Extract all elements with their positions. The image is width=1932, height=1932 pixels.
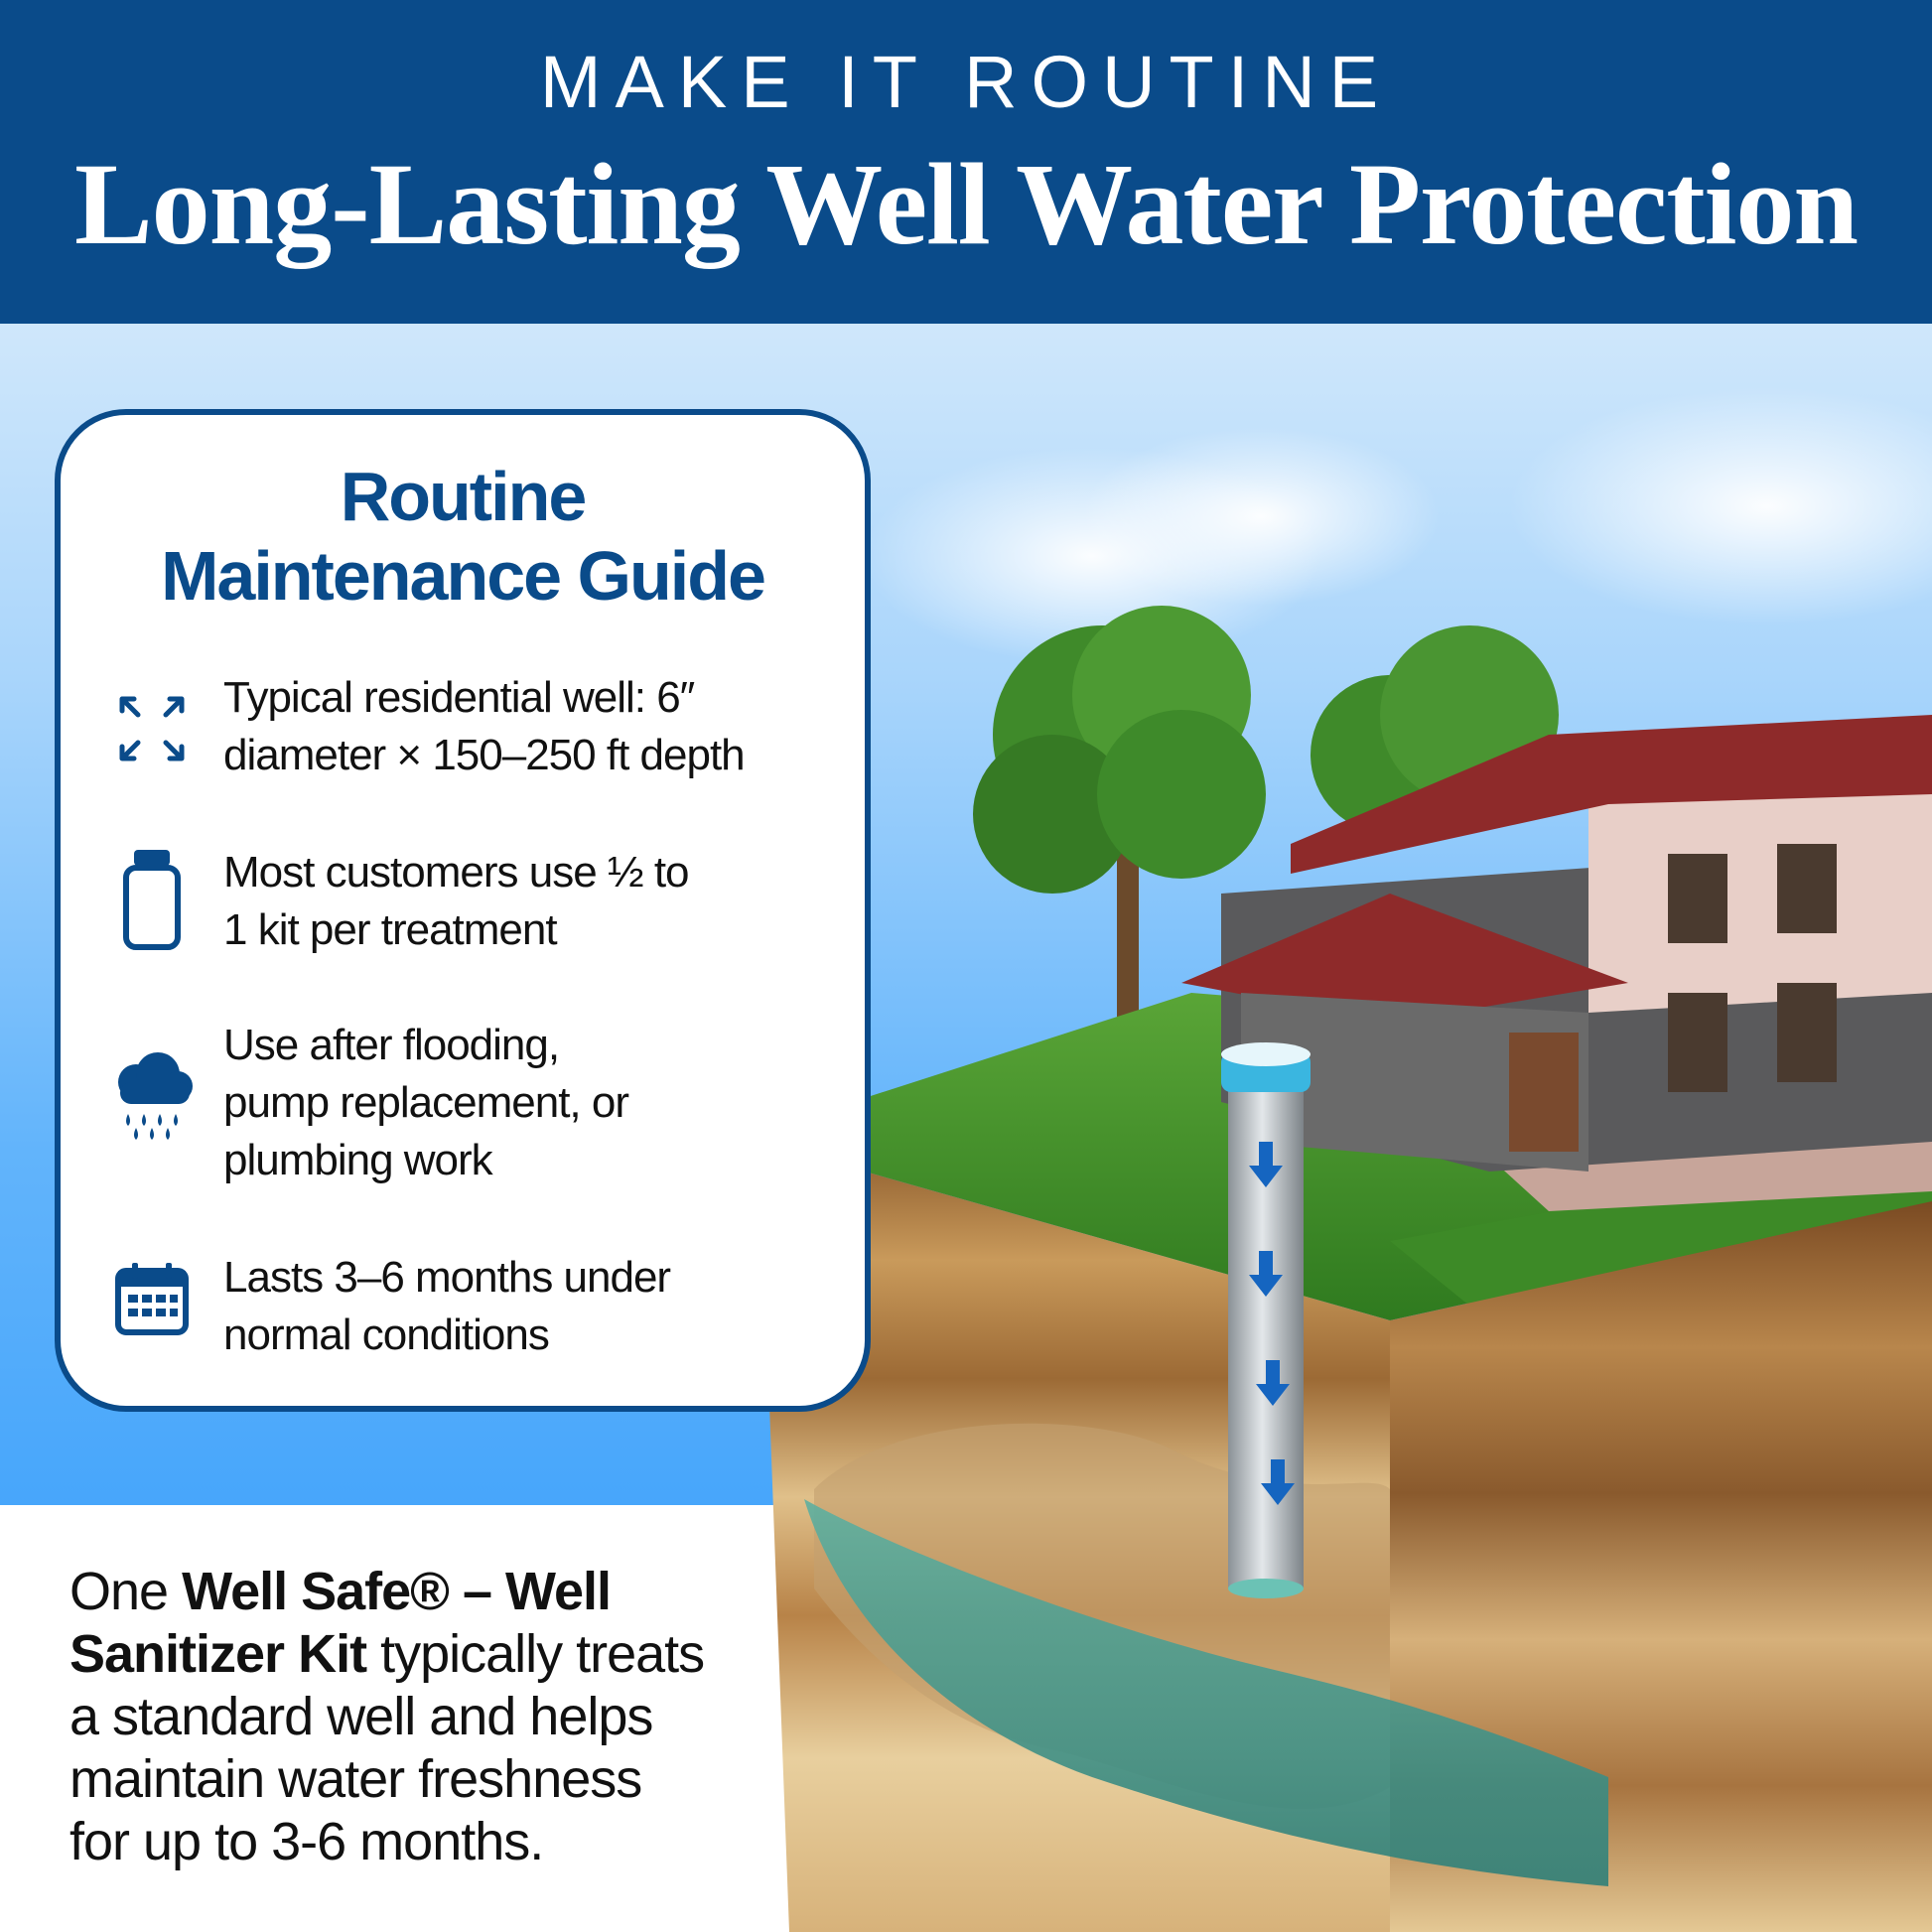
rain-cloud-icon xyxy=(118,1052,193,1140)
guide-item-well-size: Typical residential well: 6″ diameter × … xyxy=(61,669,871,788)
bottle-icon xyxy=(123,850,181,950)
description-line5: for up to 3-6 months. xyxy=(69,1812,544,1871)
description-line3: a standard well and helps xyxy=(69,1687,653,1746)
guide-item-line: Lasts 3–6 months under xyxy=(223,1253,671,1302)
card-title-line2: Maintenance Guide xyxy=(161,537,766,615)
header-banner: MAKE IT ROUTINE Long-Lasting Well Water … xyxy=(0,0,1932,324)
description-line2: Sanitizer Kit typically treats xyxy=(69,1623,824,1686)
guide-item-when-to-use: Use after flooding, pump replacement, or… xyxy=(61,1017,871,1195)
flow-arrows xyxy=(1249,1142,1295,1505)
calendar-icon xyxy=(115,1263,189,1335)
header-eyebrow: MAKE IT ROUTINE xyxy=(539,41,1393,123)
guide-item-text: Use after flooding, pump replacement, or… xyxy=(223,1017,861,1189)
description-text: typically treats xyxy=(366,1624,705,1684)
guide-item-line: Typical residential well: 6″ xyxy=(223,673,695,722)
guide-item-line: normal conditions xyxy=(223,1311,550,1359)
guide-item-kit-usage: Most customers use ½ to 1 kit per treatm… xyxy=(61,844,871,963)
card-title: Routine Maintenance Guide xyxy=(61,457,865,616)
guide-item-line: pump replacement, or xyxy=(223,1078,629,1127)
guide-item-line: 1 kit per treatment xyxy=(223,905,558,954)
card-title-line1: Routine xyxy=(340,458,588,535)
header-title: Long-Lasting Well Water Protection xyxy=(73,139,1859,269)
guide-item-text: Most customers use ½ to 1 kit per treatm… xyxy=(223,844,861,959)
guide-item-text: Typical residential well: 6″ diameter × … xyxy=(223,669,861,784)
product-name-part2: Sanitizer Kit xyxy=(69,1624,367,1684)
guide-item-line: Most customers use ½ to xyxy=(223,848,690,897)
product-name-part1: Well Safe® – Well xyxy=(182,1562,612,1621)
description-text: One xyxy=(69,1562,183,1621)
description-line1: One Well Safe® – Well xyxy=(69,1561,824,1623)
guide-item-line: plumbing work xyxy=(223,1136,493,1184)
maintenance-guide-card: Routine Maintenance Guide Typical reside… xyxy=(55,409,871,1412)
guide-item-line: Use after flooding, xyxy=(223,1021,560,1069)
guide-item-line: diameter × 150–250 ft depth xyxy=(223,731,746,779)
description-line4: maintain water freshness xyxy=(69,1749,642,1809)
product-description: One Well Safe® – Well Sanitizer Kit typi… xyxy=(69,1561,824,1873)
guide-item-duration: Lasts 3–6 months under normal conditions xyxy=(61,1249,871,1368)
guide-item-text: Lasts 3–6 months under normal conditions xyxy=(223,1249,861,1364)
expand-arrows-icon xyxy=(119,696,185,761)
